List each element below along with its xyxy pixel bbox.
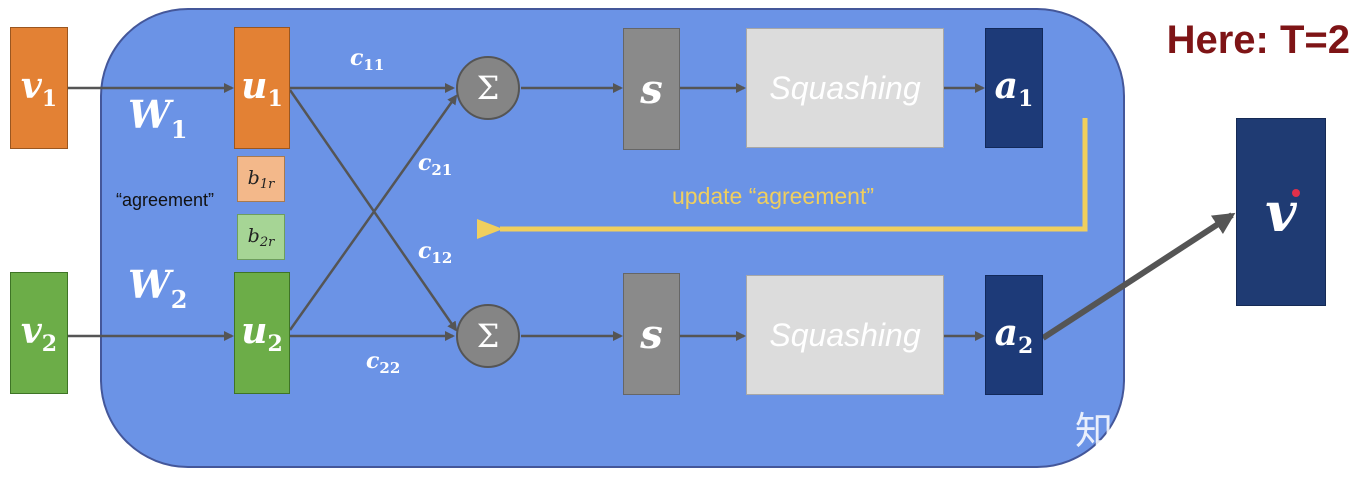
heading-here-t2: Here: T=2 — [1166, 18, 1350, 62]
sum-node-1: Σ — [456, 56, 520, 120]
output-dot — [1292, 189, 1301, 197]
input-v2-label: v2 — [20, 309, 58, 357]
edge-u1-sum2 — [288, 89, 458, 332]
weight-w1-label: W1 — [128, 92, 188, 144]
update-agreement-arrow — [477, 118, 1088, 239]
bias-b2r: b2r — [237, 214, 285, 260]
input-v1: v1 — [10, 27, 68, 149]
vector-u1-label: u1 — [241, 64, 283, 112]
bias-b1r: b1r — [237, 156, 285, 202]
activation-a1-label: a1 — [994, 64, 1034, 112]
output-v-label: v — [1265, 180, 1301, 244]
edge-a2-output — [1041, 212, 1236, 341]
bias-b2r-label: b2r — [247, 224, 275, 250]
squashing-box-2: Squashing — [746, 275, 944, 395]
weight-w2-label: W2 — [128, 262, 188, 314]
vector-u1: u1 — [234, 27, 290, 149]
bias-b1r-label: b1r — [247, 166, 275, 192]
coeff-c21-label: c21 — [418, 150, 453, 179]
vector-u2: u2 — [234, 272, 290, 394]
squashing-box-1: Squashing — [746, 28, 944, 148]
activation-a2: a2 — [985, 275, 1043, 395]
s-node-2: s — [623, 273, 680, 395]
squashing-box-2-label: Squashing — [769, 316, 921, 353]
coeff-c22-label: c22 — [366, 348, 401, 377]
edge-u2-sum1 — [288, 94, 458, 331]
update-agreement-label: update “agreement” — [672, 183, 875, 209]
input-v2: v2 — [10, 272, 68, 394]
s-node-1: s — [623, 28, 680, 150]
sum-node-2: Σ — [456, 304, 520, 368]
output-v: v — [1236, 118, 1326, 306]
s-node-2-label: s — [640, 310, 663, 358]
input-v1-label: v1 — [20, 64, 58, 112]
coeff-c12-label: c12 — [418, 238, 453, 267]
agreement-label: “agreement” — [116, 190, 215, 210]
vector-u2-label: u2 — [241, 309, 283, 357]
activation-a1: a1 — [985, 28, 1043, 148]
s-node-1-label: s — [640, 65, 663, 113]
squashing-box-1-label: Squashing — [769, 69, 921, 106]
activation-a2-label: a2 — [994, 311, 1034, 359]
coeff-c11-label: c11 — [350, 45, 385, 74]
watermark: 知乎 @高云浩 — [1075, 409, 1316, 453]
